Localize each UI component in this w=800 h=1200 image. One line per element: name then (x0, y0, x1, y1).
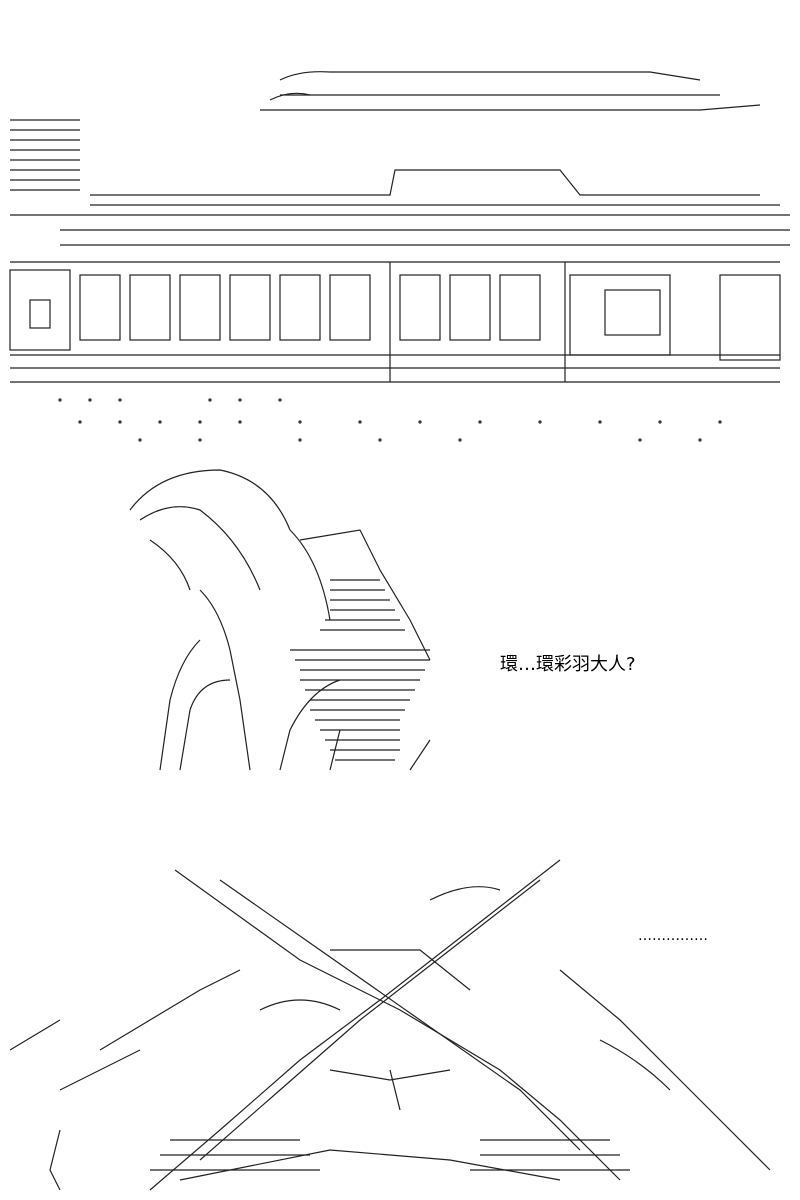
hands-scene-panel: …………… (0, 820, 800, 1200)
figure-scene-panel: 環…環彩羽大人? (0, 450, 800, 780)
dialog-text: 環…環彩羽大人? (500, 654, 636, 675)
train-scene-panel (0, 0, 800, 450)
crossed-hands-illustration (9, 859, 771, 1191)
hooded-figure-illustration (129, 469, 431, 771)
train-illustration (9, 71, 790, 442)
ellipsis-text: …………… (638, 928, 708, 944)
